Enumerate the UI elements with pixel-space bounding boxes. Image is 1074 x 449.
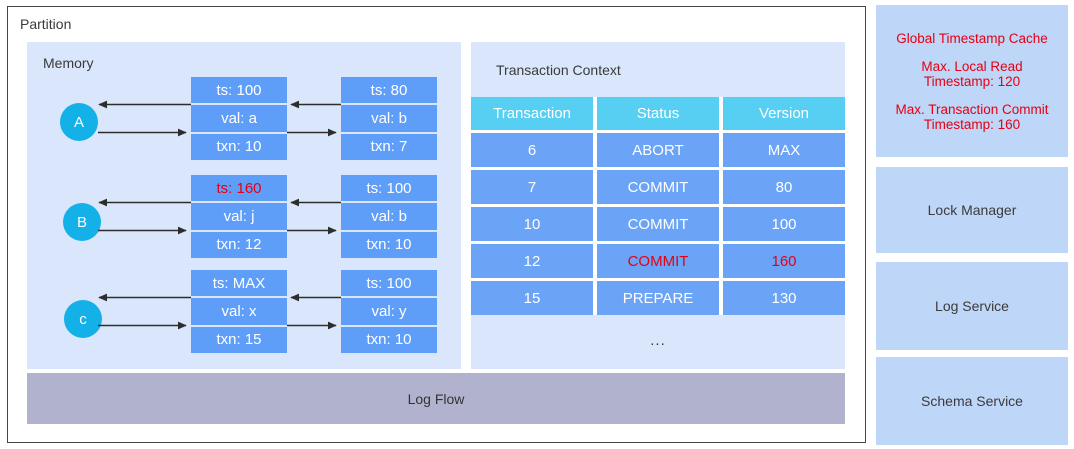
node-txn-cell: txn: 12 <box>191 231 287 258</box>
schema-service-box: Schema Service <box>876 357 1068 445</box>
cell-status: PREPARE <box>597 281 719 315</box>
log-service-label: Log Service <box>935 298 1009 314</box>
cell-version: 160 <box>723 244 845 278</box>
transaction-context-label: Transaction Context <box>496 62 621 78</box>
log-service-box: Log Service <box>876 262 1068 350</box>
node-ts-cell: ts: 160 <box>191 175 287 202</box>
global-timestamp-cache-box: Global Timestamp Cache Max. Local Read T… <box>876 5 1068 157</box>
node-ts-cell: ts: MAX <box>191 270 287 297</box>
node-txn-cell: txn: 10 <box>191 133 287 160</box>
record-key-circle-b: B <box>63 203 101 241</box>
cell-transaction: 12 <box>471 244 593 278</box>
version-node: ts: MAX val: x txn: 15 <box>191 270 287 353</box>
memory-label: Memory <box>43 55 94 71</box>
column-header-version: Version <box>723 97 845 130</box>
version-node: ts: 160 val: j txn: 12 <box>191 175 287 258</box>
node-txn-cell: txn: 15 <box>191 326 287 353</box>
node-val-cell: val: b <box>341 203 437 230</box>
transaction-context-panel: Transaction Context Transaction Status V… <box>471 42 845 369</box>
schema-service-label: Schema Service <box>921 393 1023 409</box>
cell-status: COMMIT <box>597 207 719 241</box>
cell-transaction: 15 <box>471 281 593 315</box>
node-ts-cell: ts: 80 <box>341 77 437 104</box>
log-flow-label: Log Flow <box>407 390 465 407</box>
partition-panel: Partition Memory A B c ts: 100 val: a tx… <box>7 6 866 443</box>
node-txn-cell: txn: 7 <box>341 133 437 160</box>
node-val-cell: val: y <box>341 298 437 325</box>
node-val-cell: val: x <box>191 298 287 325</box>
node-val-cell: val: j <box>191 203 287 230</box>
node-txn-cell: txn: 10 <box>341 326 437 353</box>
cell-transaction: 6 <box>471 133 593 167</box>
node-ts-cell: ts: 100 <box>341 270 437 297</box>
node-ts-cell: ts: 100 <box>341 175 437 202</box>
node-val-cell: val: b <box>341 105 437 132</box>
cell-status: ABORT <box>597 133 719 167</box>
table-ellipsis: ... <box>650 332 666 349</box>
version-node: ts: 100 val: a txn: 10 <box>191 77 287 160</box>
partition-label: Partition <box>20 16 72 32</box>
node-ts-cell: ts: 100 <box>191 77 287 104</box>
cell-version: 80 <box>723 170 845 204</box>
record-key-circle-a: A <box>60 103 98 141</box>
cell-version: MAX <box>723 133 845 167</box>
transaction-table: Transaction Status Version 6 ABORT MAX 7… <box>471 97 845 315</box>
max-local-read-timestamp: Max. Local Read Timestamp: 120 <box>921 58 1023 89</box>
version-node: ts: 100 val: b txn: 10 <box>341 175 437 258</box>
node-txn-cell: txn: 10 <box>341 231 437 258</box>
column-header-status: Status <box>597 97 719 130</box>
cell-status: COMMIT <box>597 170 719 204</box>
global-timestamp-cache-title: Global Timestamp Cache <box>896 30 1048 46</box>
max-transaction-commit-timestamp: Max. Transaction Commit Timestamp: 160 <box>895 101 1049 132</box>
version-node: ts: 80 val: b txn: 7 <box>341 77 437 160</box>
column-header-transaction: Transaction <box>471 97 593 130</box>
lock-manager-box: Lock Manager <box>876 167 1068 253</box>
lock-manager-label: Lock Manager <box>927 202 1017 218</box>
node-val-cell: val: a <box>191 105 287 132</box>
log-flow-bar: Log Flow <box>27 373 845 424</box>
memory-panel: Memory A B c ts: 100 val: a txn: 10 ts: … <box>27 42 461 369</box>
record-key-circle-c: c <box>64 300 102 338</box>
cell-transaction: 10 <box>471 207 593 241</box>
cell-version: 130 <box>723 281 845 315</box>
cell-version: 100 <box>723 207 845 241</box>
cell-status: COMMIT <box>597 244 719 278</box>
version-node: ts: 100 val: y txn: 10 <box>341 270 437 353</box>
cell-transaction: 7 <box>471 170 593 204</box>
